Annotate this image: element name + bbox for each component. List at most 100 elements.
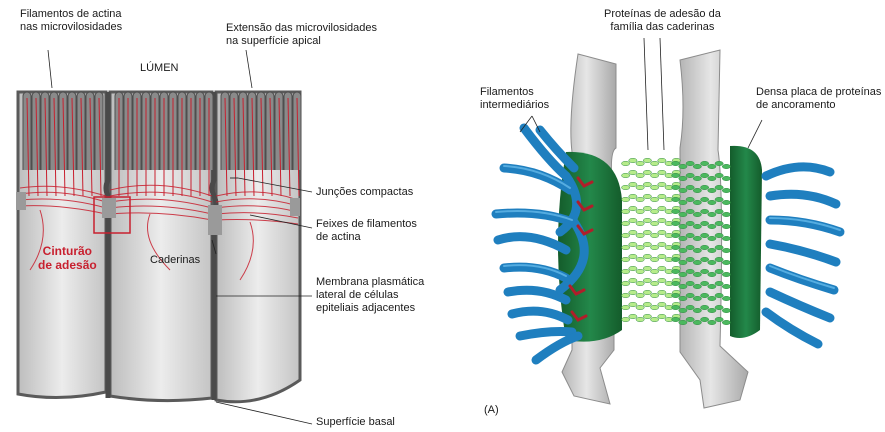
cadherin-domain <box>722 248 730 252</box>
cadherin-domain <box>629 302 637 306</box>
cadherin-domain <box>686 173 694 177</box>
cadherin-domain <box>708 200 716 204</box>
cadherin-domain <box>636 281 644 285</box>
cadherin-domain <box>715 209 723 213</box>
cadherin-domain <box>701 173 709 177</box>
cadherin-domain <box>672 209 680 213</box>
cadherin-domain <box>708 236 716 240</box>
cadherin-domain <box>693 212 701 216</box>
cadherin-domain <box>651 221 659 225</box>
right-leader-lines <box>520 38 762 150</box>
cadherin-domain <box>651 269 659 273</box>
cadherin-domain <box>622 173 630 177</box>
cadherin-domain <box>679 284 687 288</box>
cadherin-domain <box>693 320 701 324</box>
cadherin-domain <box>643 314 651 318</box>
cadherin-domain <box>679 272 687 276</box>
cadherin-domain <box>651 281 659 285</box>
cadherin-domain <box>629 206 637 210</box>
cadherin-domain <box>672 281 680 285</box>
label-anchoring-plaque: Densa placa de proteínas de ancoramento <box>756 86 881 112</box>
cadherin-domain <box>622 281 630 285</box>
cadherin-domain <box>708 284 716 288</box>
cadherin-domain <box>686 293 694 297</box>
cadherin-domain <box>629 254 637 258</box>
cadherin-domain <box>715 305 723 309</box>
cadherin-domain <box>629 290 637 294</box>
cadherin-domain <box>715 245 723 249</box>
cadherin-domain <box>693 284 701 288</box>
cadherin-domain <box>658 242 666 246</box>
cadherin-domain <box>636 185 644 189</box>
label-adhesion-belt: Cinturão de adesão <box>38 244 97 272</box>
cadherin-domain <box>686 233 694 237</box>
cadherin-domain <box>629 266 637 270</box>
cadherin-domain <box>651 209 659 213</box>
cadherin-domain <box>636 293 644 297</box>
cadherin-domain <box>643 206 651 210</box>
cadherin-domain <box>636 269 644 273</box>
cadherin-domain <box>672 197 680 201</box>
cadherin-domain <box>686 161 694 165</box>
cadherin-domain <box>636 245 644 249</box>
cadherin-domain <box>622 221 630 225</box>
cadherin-domain <box>629 278 637 282</box>
cadherin-domain <box>651 293 659 297</box>
cadherin-domain <box>622 233 630 237</box>
cadherin-domain <box>622 293 630 297</box>
cadherin-domain <box>701 293 709 297</box>
label-lumen: LÚMEN <box>140 62 179 75</box>
cadherin-domain <box>679 212 687 216</box>
cadherin-domain <box>722 272 730 276</box>
cadherin-domain <box>658 218 666 222</box>
cadherin-domain <box>701 233 709 237</box>
cadherin-domain <box>679 308 687 312</box>
cadherin-domain <box>715 185 723 189</box>
cadherin-domain <box>651 305 659 309</box>
cadherin-domain <box>701 317 709 321</box>
cadherin-domain <box>708 308 716 312</box>
cadherin-domain <box>693 188 701 192</box>
cadherin-domain <box>658 290 666 294</box>
cadherin-domain <box>672 185 680 189</box>
cadherin-domain <box>715 281 723 285</box>
label-cadherin-proteins: Proteínas de adesão da família das cader… <box>604 8 721 34</box>
cadherin-domain <box>622 209 630 213</box>
cadherin-domain <box>715 173 723 177</box>
cadherin-domain <box>679 296 687 300</box>
cadherin-domain <box>643 170 651 174</box>
cadherin-domain <box>643 254 651 258</box>
cadherin-domain <box>622 269 630 273</box>
cadherin-domain <box>672 245 680 249</box>
cadherin-domain <box>629 218 637 222</box>
cadherin-domain <box>701 209 709 213</box>
cadherin-domain <box>643 290 651 294</box>
cadherin-domain <box>651 197 659 201</box>
cadherin-domain <box>629 194 637 198</box>
cadherin-domain <box>636 257 644 261</box>
cadherin-domain <box>701 269 709 273</box>
cadherin-domain <box>643 158 651 162</box>
cadherin-domain <box>658 254 666 258</box>
label-actin-bundles: Feixes de filamentos de actina <box>316 218 417 244</box>
cadherin-domain <box>708 224 716 228</box>
cadherin-domain <box>679 248 687 252</box>
cadherin-domain <box>722 212 730 216</box>
cadherin-domain <box>636 161 644 165</box>
cadherin-domain <box>701 245 709 249</box>
cadherin-domain <box>715 161 723 165</box>
cadherin-domain <box>651 161 659 165</box>
label-plasma-membrane: Membrana plasmática lateral de células e… <box>316 276 424 315</box>
cadherin-domain <box>643 242 651 246</box>
cadherin-domain <box>686 317 694 321</box>
cadherin-domain <box>693 164 701 168</box>
cadherin-domain <box>636 233 644 237</box>
cadherin-domain <box>686 209 694 213</box>
cadherin-domain <box>672 317 680 321</box>
cadherin-domain <box>679 164 687 168</box>
cadherin-domain <box>715 257 723 261</box>
cadherin-domain <box>722 260 730 264</box>
label-microvilli-extension: Extensão das microvilosidades na superfí… <box>226 22 377 48</box>
cadherin-domain <box>629 242 637 246</box>
